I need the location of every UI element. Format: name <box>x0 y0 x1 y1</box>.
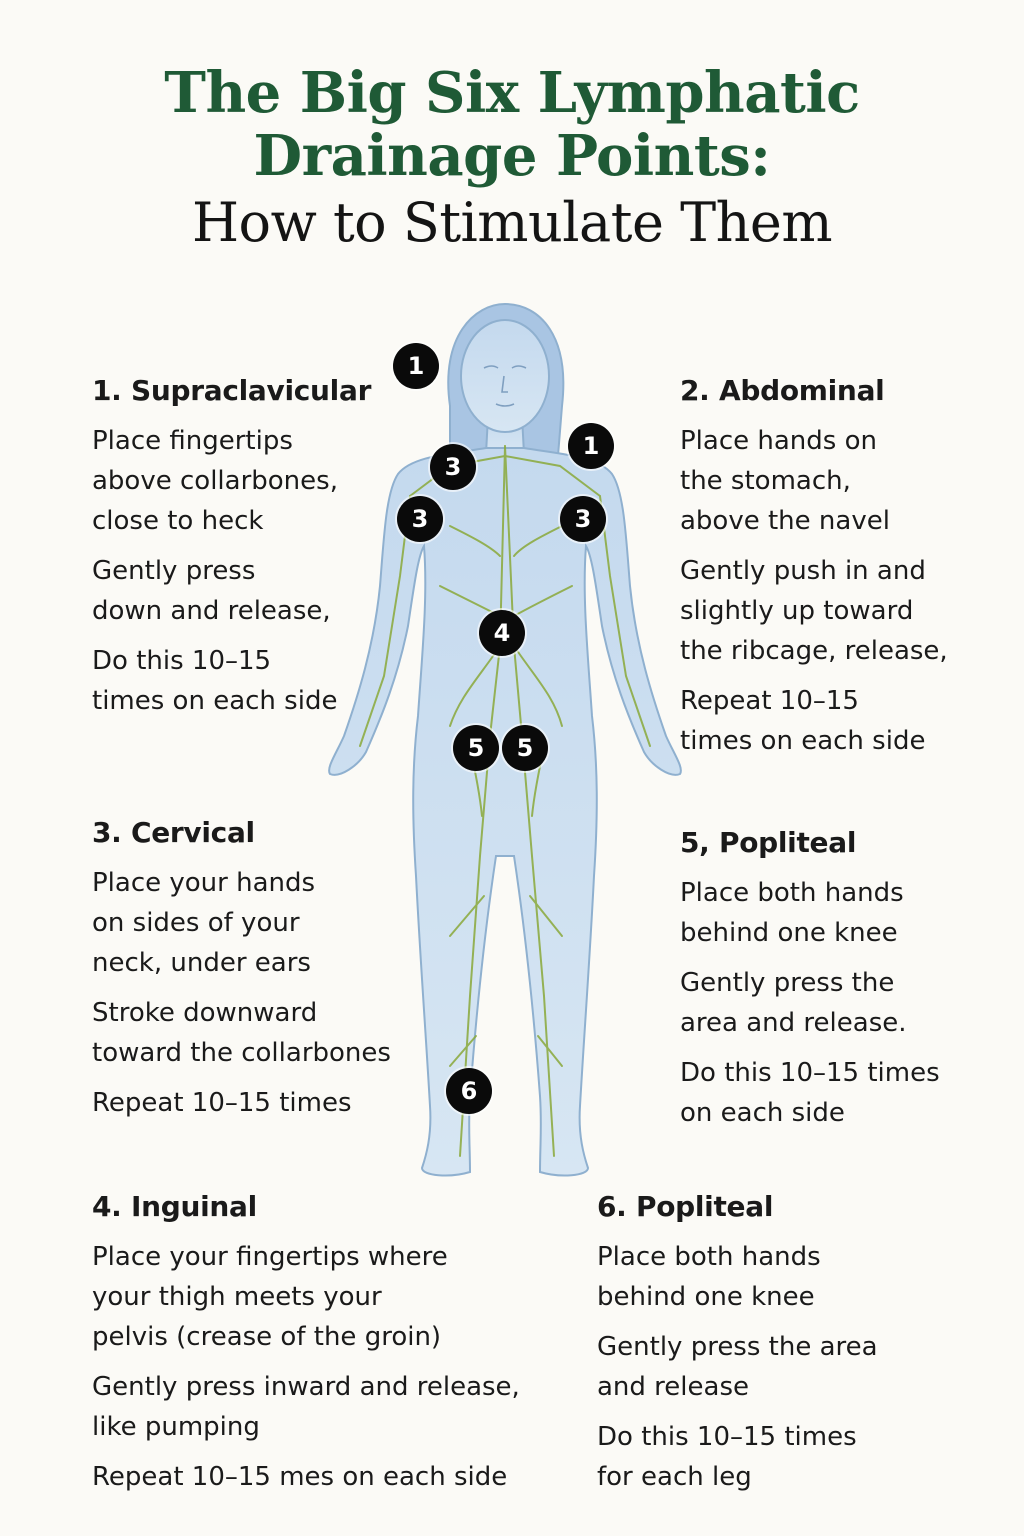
marker-4-abdomen: 4 <box>479 610 525 656</box>
section-text: Repeat 10–15 times on each side <box>680 686 926 756</box>
face-lines <box>483 365 527 407</box>
marker-1-shoulder: 1 <box>568 423 614 469</box>
section-text: Place hands on the stomach, above the na… <box>680 426 890 536</box>
section-supraclavicular: 1. Supraclavicular Place fingertips abov… <box>92 374 382 731</box>
section-inguinal: 4. Inguinal Place your fingertips where … <box>92 1190 572 1507</box>
section-text: Repeat 10–15 mes on each side <box>92 1462 508 1492</box>
marker-3-left-neck: 3 <box>430 444 476 490</box>
section-text: Do this 10–15 times for each leg <box>597 1422 857 1492</box>
section-text: Place both hands behind one knee <box>597 1242 821 1312</box>
marker-5-right-groin: 5 <box>502 725 548 771</box>
section-popliteal-6: 6. Popliteal Place both hands behind one… <box>597 1190 1007 1507</box>
section-text: Gently push in and slightly up toward th… <box>680 556 948 666</box>
section-text: Place your hands on sides of your neck, … <box>92 868 316 978</box>
marker-6-knee: 6 <box>446 1068 492 1114</box>
section-text: Place your fingertips where your thigh m… <box>92 1242 448 1352</box>
marker-3-right-chest: 3 <box>560 496 606 542</box>
marker-5-left-groin: 5 <box>453 725 499 771</box>
section-text: Place fingertips above collarbones, clos… <box>92 426 338 536</box>
section-heading: 4. Inguinal <box>92 1190 257 1223</box>
section-popliteal-5: 5, Popliteal Place both hands behind one… <box>680 826 1010 1143</box>
section-cervical: 3. Cervical Place your hands on sides of… <box>92 816 452 1133</box>
section-text: Do this 10–15 times on each side <box>680 1058 940 1128</box>
marker-3-left-chest: 3 <box>397 496 443 542</box>
section-text: Gently press the area and release. <box>680 968 907 1038</box>
section-text: Gently press inward and release, like pu… <box>92 1372 520 1442</box>
section-text: Gently press the area and release <box>597 1332 878 1402</box>
section-text: Repeat 10–15 times <box>92 1088 352 1118</box>
section-heading: 5, Popliteal <box>680 826 857 859</box>
title-line-2: Drainage Points: <box>253 122 771 189</box>
title-line-1: The Big Six Lymphatic <box>164 60 860 126</box>
section-text: Place both hands behind one knee <box>680 878 904 948</box>
marker-1-neck: 1 <box>393 343 439 389</box>
section-abdominal: 2. Abdominal Place hands on the stomach,… <box>680 374 1010 771</box>
section-heading: 2. Abdominal <box>680 374 885 407</box>
section-text: Stroke downward toward the collarbones <box>92 998 391 1068</box>
section-text: Gently press down and release, <box>92 556 331 626</box>
section-heading: 3. Cervical <box>92 816 255 849</box>
page-title: The Big Six Lymphatic Drainage Points: H… <box>0 62 1024 254</box>
section-heading: 6. Popliteal <box>597 1190 774 1223</box>
title-line-3: How to Stimulate Them <box>191 191 833 255</box>
section-heading: 1. Supraclavicular <box>92 374 372 407</box>
section-text: Do this 10–15 times on each side <box>92 646 338 716</box>
